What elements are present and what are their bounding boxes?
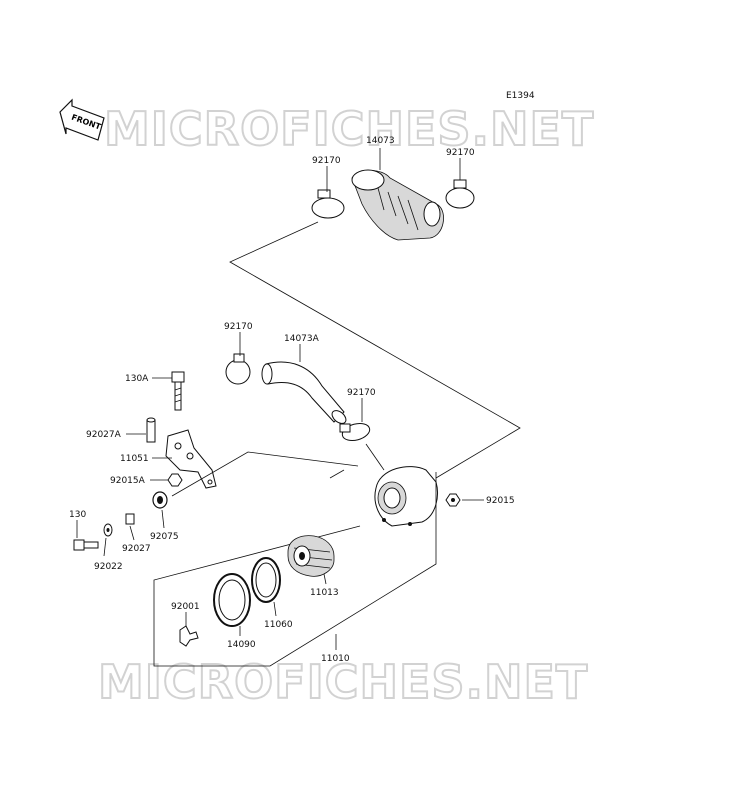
nut-92015A-icon	[167, 473, 183, 487]
label-11060: 11060	[264, 620, 293, 630]
connector-top	[229, 221, 521, 479]
label-92027: 92027	[122, 544, 151, 554]
label-92170-mid: 92170	[224, 322, 253, 332]
air-cleaner-housing-icon	[374, 466, 438, 527]
washer-92022-icon	[103, 523, 113, 537]
label-92022: 92022	[94, 562, 123, 572]
label-92001: 92001	[171, 602, 200, 612]
leader-92075	[161, 509, 165, 529]
label-92075: 92075	[150, 532, 179, 542]
nut-92015-icon	[445, 493, 461, 507]
grommet-92075-icon	[152, 491, 168, 509]
leader-11013	[323, 573, 327, 585]
leader-92027	[129, 525, 135, 541]
box-top-left	[171, 451, 359, 497]
label-11051: 11051	[120, 454, 149, 464]
label-92170-left: 92170	[312, 156, 341, 166]
bracket-11051-icon	[165, 429, 217, 489]
leader-11060	[273, 601, 277, 617]
hose-14073-icon	[351, 169, 444, 241]
clamp-92170-right-icon	[445, 179, 475, 209]
collar-92027A-icon	[146, 417, 156, 443]
leader-92022	[103, 537, 107, 557]
label-92015A: 92015A	[110, 476, 146, 486]
label-11013: 11013	[310, 588, 339, 598]
label-92015: 92015	[486, 496, 515, 506]
bolt-130-icon	[73, 539, 99, 551]
front-arrow-icon: FRONT	[59, 98, 105, 141]
hose-14073A-icon	[261, 361, 347, 424]
clamp-92170-low-icon	[339, 422, 371, 442]
seal-14090-icon	[213, 573, 251, 627]
label-92027A: 92027A	[86, 430, 122, 440]
wing-nut-92001-icon	[179, 625, 199, 647]
filter-11013-icon	[287, 535, 335, 577]
label-130: 130	[69, 510, 86, 520]
cover-11060-icon	[251, 557, 281, 603]
collar-92027-icon	[125, 513, 135, 525]
label-92170-right: 92170	[446, 148, 475, 158]
clamp-92170-mid-icon	[225, 353, 251, 385]
label-14090: 14090	[227, 640, 256, 650]
bolt-130A-icon	[171, 371, 185, 411]
label-130A: 130A	[125, 374, 149, 384]
clamp-92170-left-icon	[311, 189, 345, 219]
label-92170-low: 92170	[347, 388, 376, 398]
leader-clamp-to-housing	[365, 443, 385, 471]
label-14073A: 14073A	[284, 334, 320, 344]
box-outline	[153, 472, 437, 667]
watermark-bottom: MICROFICHES.NET	[98, 655, 588, 709]
label-11010: 11010	[321, 654, 350, 664]
watermark-top: MICROFICHES.NET	[104, 102, 594, 156]
box-inner-line	[329, 469, 345, 479]
diagram-code: E1394	[506, 91, 535, 101]
label-14073: 14073	[366, 136, 395, 146]
